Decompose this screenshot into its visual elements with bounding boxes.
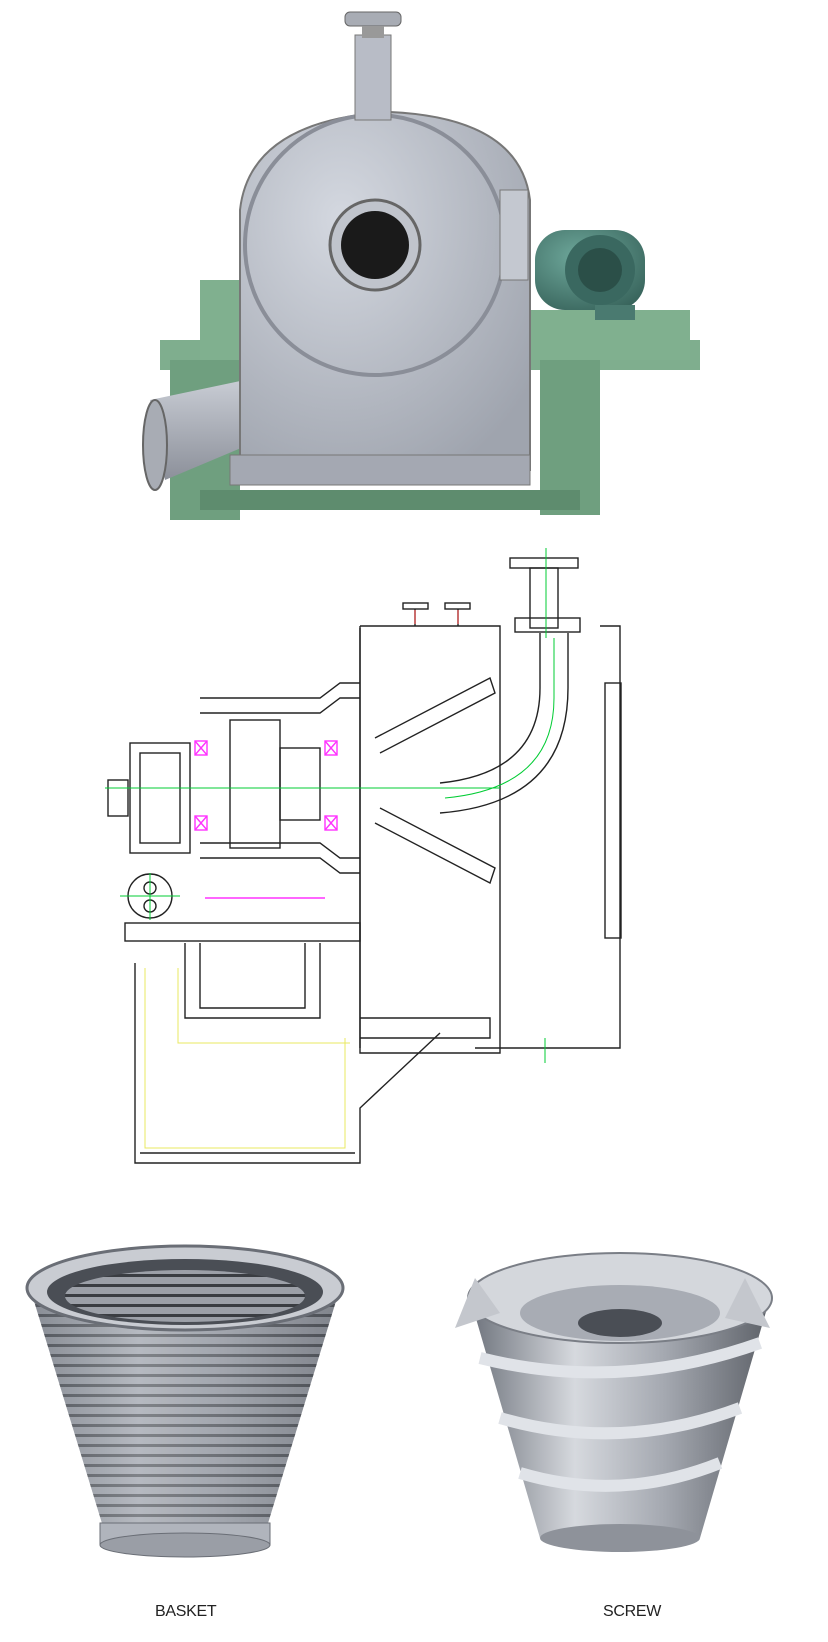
cross-section-drawing-icon: [105, 548, 622, 1164]
machine-photo: [0, 0, 828, 545]
conical-screw-icon: [455, 1252, 773, 1552]
basket-caption: BASKET: [155, 1603, 217, 1620]
parts-illustration: [25, 1244, 773, 1558]
housing: [239, 110, 531, 471]
cross-section-drawing: [0, 548, 828, 1218]
conical-basket-icon: [25, 1244, 345, 1558]
parts-section: BASKET SCREW: [0, 1218, 828, 1642]
screw-caption: SCREW: [603, 1603, 662, 1620]
inlet-pipe: [150, 380, 260, 480]
centrifuge-machine-icon: [142, 11, 700, 520]
